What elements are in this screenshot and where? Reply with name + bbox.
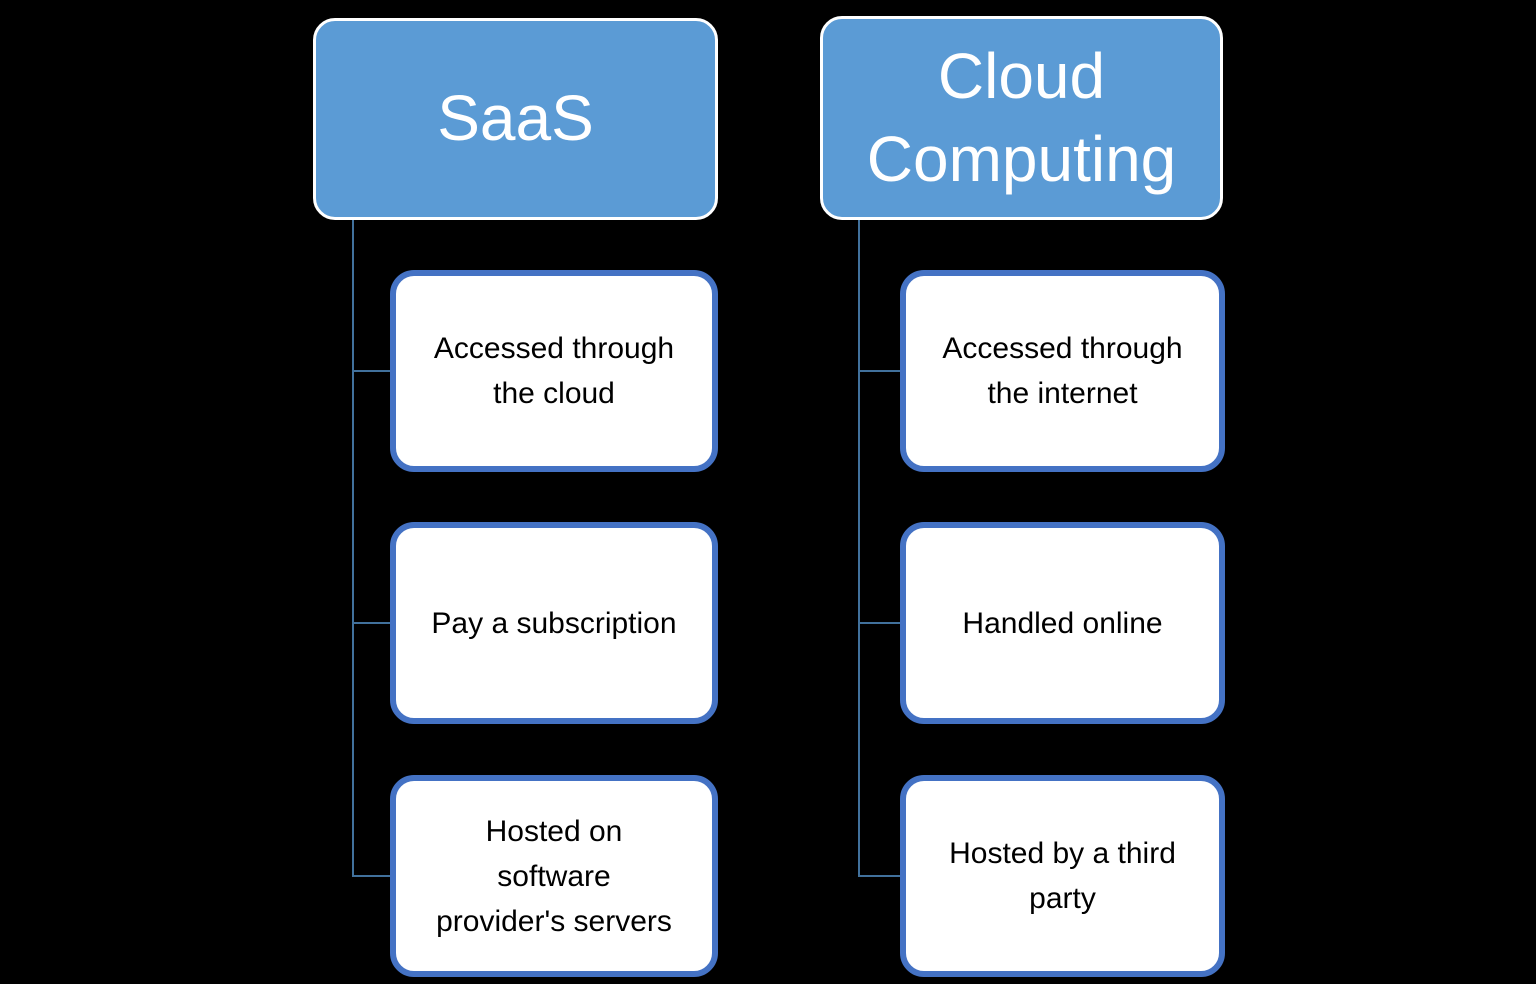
cloud-child-node-accessed-internet: Accessed through the internet: [900, 270, 1225, 472]
saas-child-label: Accessed through the cloud: [433, 332, 675, 410]
cloud-child-label: Accessed through the internet: [942, 332, 1183, 410]
cloud-computing-header-node: Cloud Computing: [820, 16, 1223, 220]
saas-connector-stub-2: [353, 622, 390, 624]
saas-child-node-accessed-cloud: Accessed through the cloud: [390, 270, 718, 472]
saas-child-label: Pay a subscription: [431, 606, 677, 640]
cloud-connector-trunk: [858, 220, 860, 877]
cloud-child-node-hosted-third-party: Hosted by a third party: [900, 775, 1225, 977]
cloud-connector-stub-2: [859, 622, 900, 624]
cloud-connector-stub-1: [859, 370, 900, 372]
cloud-computing-header-label: Cloud Computing: [866, 39, 1177, 195]
cloud-connector-stub-3: [859, 875, 900, 877]
saas-child-node-pay-subscription: Pay a subscription: [390, 522, 718, 724]
cloud-child-label: Handled online: [962, 606, 1163, 640]
saas-header-node: SaaS: [313, 18, 718, 220]
saas-header-label: SaaS: [437, 82, 594, 155]
saas-child-node-hosted-provider-servers: Hosted on software provider's servers: [390, 775, 718, 977]
cloud-child-label: Hosted by a third party: [949, 837, 1176, 915]
saas-connector-trunk: [352, 220, 354, 877]
saas-connector-stub-1: [353, 370, 390, 372]
saas-connector-stub-3: [353, 875, 390, 877]
cloud-child-node-handled-online: Handled online: [900, 522, 1225, 724]
saas-child-label: Hosted on software provider's servers: [436, 814, 672, 938]
